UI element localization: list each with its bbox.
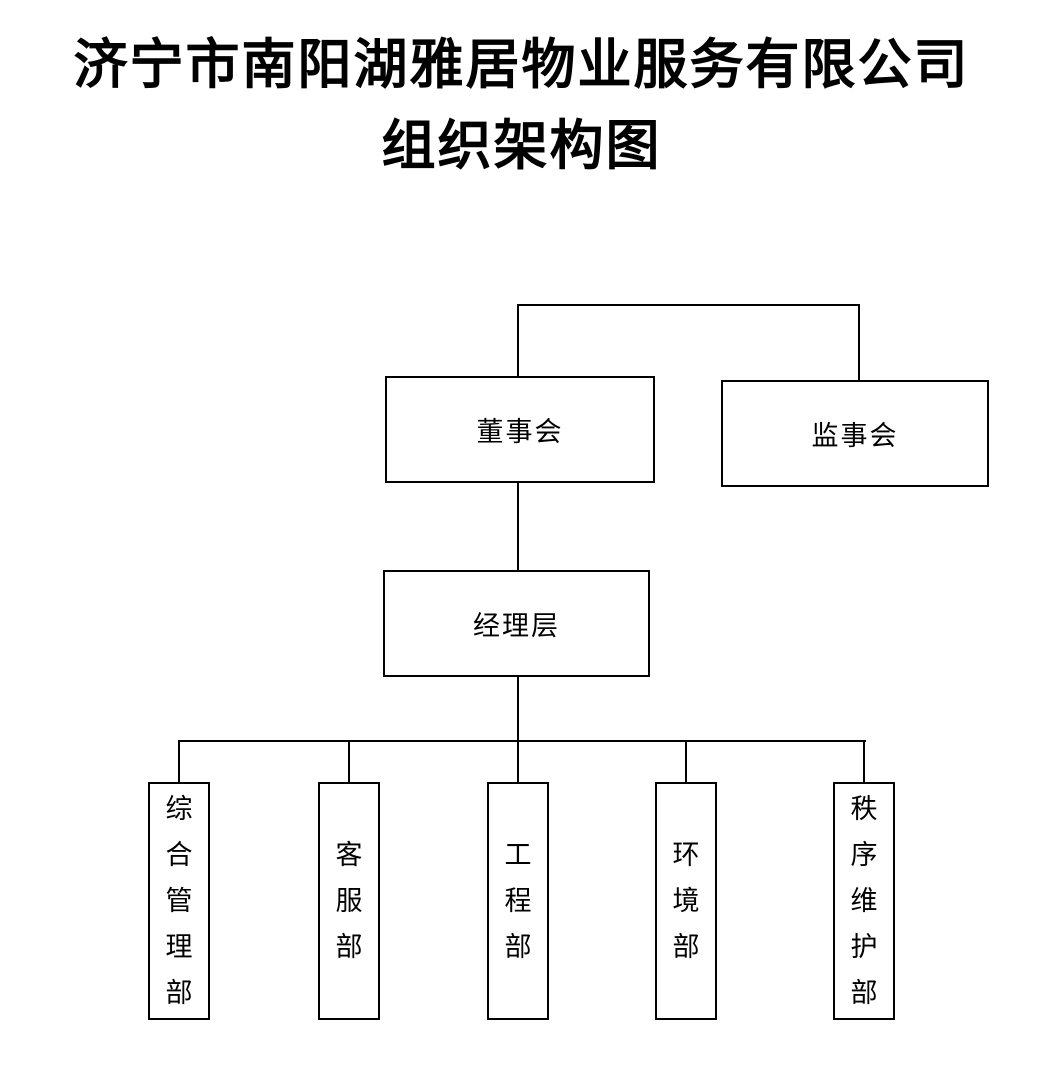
node-supervisory-board: 监事会: [721, 380, 989, 487]
connector-bus-horizontal: [178, 740, 866, 742]
page-title-line-1: 济宁市南阳湖雅居物业服务有限公司: [73, 33, 970, 96]
node-order-maintenance-dept-label: 秩序维护部: [850, 793, 878, 1008]
node-supervisory-board-label: 监事会: [811, 421, 899, 451]
connector-board-to-management: [517, 483, 519, 570]
node-environment-dept: 环境部: [655, 782, 717, 1020]
node-board-of-directors-label: 董事会: [476, 417, 564, 447]
node-order-maintenance-dept: 秩序维护部: [833, 782, 895, 1020]
node-customer-service-dept-label: 客服部: [335, 839, 363, 962]
node-engineering-dept-label: 工程部: [504, 839, 532, 962]
connector-drop-customer-service: [348, 740, 350, 782]
page-title: 济宁市南阳湖雅居物业服务有限公司 组织架构图: [0, 24, 1043, 186]
connector-drop-order-maintenance: [863, 740, 865, 782]
node-engineering-dept: 工程部: [487, 782, 549, 1020]
connector-top-horizontal: [517, 304, 860, 306]
node-general-management-dept: 综合管理部: [148, 782, 210, 1020]
node-management-level: 经理层: [383, 570, 650, 677]
page-title-line-2: 组织架构图: [381, 114, 662, 177]
connector-management-to-bus: [517, 677, 519, 740]
node-customer-service-dept: 客服部: [318, 782, 380, 1020]
connector-drop-environment: [685, 740, 687, 782]
connector-drop-general-management: [178, 740, 180, 782]
connector-supervisors-up: [858, 304, 860, 380]
connector-drop-engineering: [517, 740, 519, 782]
node-management-level-label: 经理层: [473, 611, 560, 641]
node-general-management-dept-label: 综合管理部: [165, 793, 193, 1008]
node-environment-dept-label: 环境部: [672, 839, 700, 962]
connector-board-up: [517, 304, 519, 376]
node-board-of-directors: 董事会: [385, 376, 655, 483]
